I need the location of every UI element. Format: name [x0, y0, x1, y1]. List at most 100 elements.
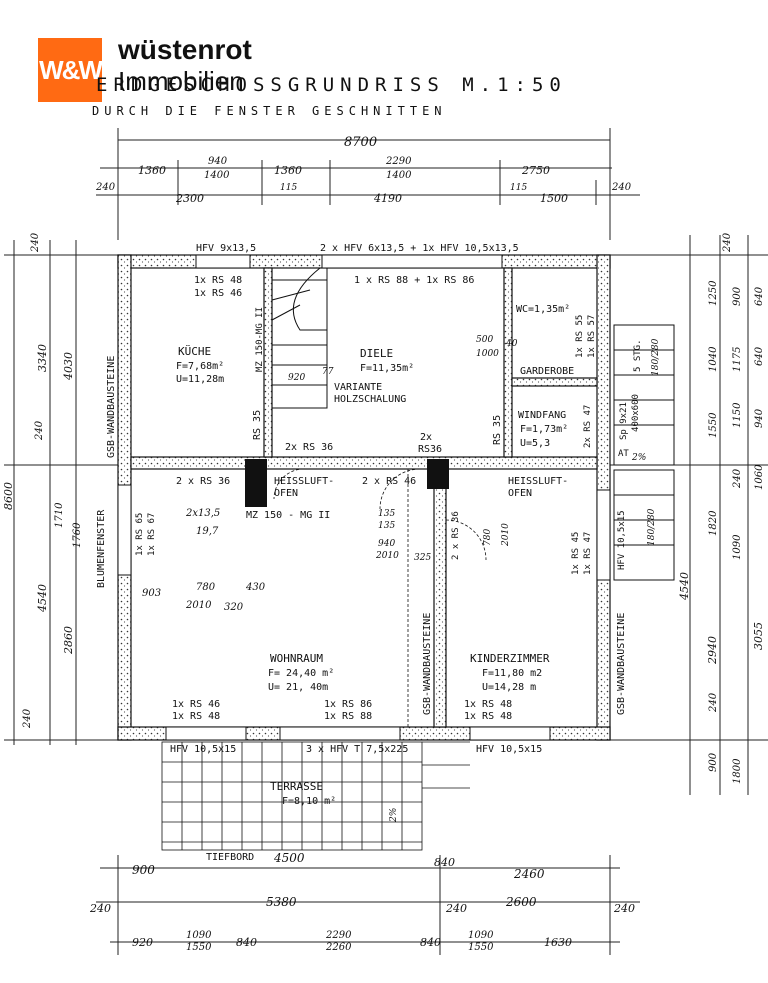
label-rs47: 2x RS 47 — [583, 405, 593, 448]
label-2010-vert: 2010 — [501, 523, 511, 547]
room-garderobe-name: GARDEROBE — [520, 366, 574, 377]
label-40: 40 — [505, 339, 518, 349]
label-780b: 780 — [196, 582, 216, 593]
label-rs55: 1x RS 55 — [575, 315, 585, 358]
label-rs-k1: 1x RS 48 — [194, 275, 242, 286]
label-gsb2: GSB-WANDBAUSTEINE — [422, 613, 433, 715]
label-135b: 135 — [378, 521, 395, 531]
dim-left-4030: 4030 — [62, 352, 75, 381]
dim-1630: 1630 — [544, 936, 572, 949]
room-diele-area: F=11,35m² — [360, 363, 414, 374]
dim-right-1550: 1550 — [708, 412, 719, 438]
dim-top-240: 240 — [95, 182, 116, 193]
dim-right-240: 240 — [722, 232, 733, 253]
label-2pct-a: 2% — [631, 453, 646, 463]
room-terrasse-area: F=8,10 m² — [282, 796, 336, 807]
dim-2290: 2290 — [325, 930, 352, 941]
label-ofen1a: HEISSLUFT- — [274, 476, 334, 487]
dim-top-2750: 2750 — [521, 164, 550, 177]
dim-top-240b: 240 — [611, 182, 632, 193]
dim-right-240b: 240 — [732, 468, 743, 489]
label-stg-dim: 180/280 — [651, 338, 661, 376]
label-1000: 1000 — [476, 349, 499, 359]
label-ofen2a: HEISSLUFT- — [508, 476, 568, 487]
dim-right-240c: 240 — [708, 692, 719, 713]
room-kueche-name: KÜCHE — [178, 345, 211, 358]
room-kinderzimmer-area: F=11,80 m2 — [482, 668, 542, 679]
label-2010a: 2010 — [375, 551, 399, 561]
label-ofen1b: OFEN — [274, 488, 298, 499]
dim-right-640b: 640 — [754, 346, 765, 366]
label-mz-bottom: MZ 150 - MG II — [246, 510, 330, 521]
label-920: 920 — [288, 373, 305, 383]
label-hfv-top1: HFV 9x13,5 — [196, 243, 256, 254]
room-windfang-perim: U=5,3 — [520, 438, 550, 449]
dim-right-1060: 1060 — [754, 464, 765, 490]
room-kueche-area: F=7,68m² — [176, 361, 224, 372]
dim-top-1500: 1500 — [540, 192, 568, 205]
label-rs48k1: 1x RS 48 — [464, 699, 512, 710]
dim-5380: 5380 — [266, 895, 297, 909]
label-rs48w: 1x RS 48 — [172, 711, 220, 722]
dim-right-900: 900 — [732, 286, 743, 306]
dim-right-1800: 1800 — [732, 758, 743, 784]
dim-right-640: 640 — [754, 286, 765, 306]
label-rs46w: 1x RS 46 — [172, 699, 220, 710]
dim-840: 840 — [434, 856, 455, 869]
label-sp: Sp 9x21 — [619, 402, 629, 440]
brand-sub: Immobilien — [118, 66, 244, 96]
label-2010c: 2010 — [185, 600, 212, 611]
label-rs86w: 1x RS 86 — [324, 699, 372, 710]
dim-top-2300: 2300 — [175, 192, 204, 205]
dim-2600: 2600 — [505, 895, 537, 909]
label-stg: 5 STG. — [633, 339, 643, 372]
dim-left-240: 240 — [30, 232, 41, 253]
dim-left-240c: 240 — [22, 708, 33, 729]
dim-top-940: 940 — [208, 156, 228, 167]
label-325: 325 — [414, 553, 431, 563]
label-tiefbord: TIEFBORD — [206, 852, 254, 863]
dim-top-1360: 1360 — [138, 164, 166, 177]
room-kueche-perim: U=11,28m — [176, 374, 224, 385]
plan-title: ERDGESCHOSSGRUNDRISS M.1:50 — [96, 74, 567, 96]
chimneys — [245, 459, 449, 507]
room-wohnraum-perim: U= 21, 40m — [268, 682, 328, 693]
dim-1090: 1090 — [186, 930, 212, 941]
label-stg-dim2: 180/280 — [647, 508, 657, 546]
label-gsb3: GSB-WANDBAUSTEINE — [616, 613, 627, 715]
label-rs45: 1x RS 45 — [571, 532, 581, 575]
dim-right-1090: 1090 — [732, 534, 743, 560]
dim-240a: 240 — [89, 902, 111, 915]
dim-top-1400: 1400 — [204, 170, 230, 181]
brand-logo: W&W — [38, 38, 103, 102]
label-320: 320 — [224, 602, 244, 613]
label-2x135: 2x13,5 — [185, 508, 220, 519]
label-903: 903 — [142, 588, 161, 599]
label-rs-2x36-a: 2x RS 36 — [285, 442, 333, 453]
label-780-vert: 780 — [483, 529, 493, 546]
dim-240b: 240 — [445, 902, 467, 915]
dim-left-1710: 1710 — [54, 502, 65, 528]
dim-top-2290: 2290 — [385, 156, 412, 167]
dim-left-3340: 3340 — [36, 344, 49, 372]
label-430: 430 — [245, 582, 266, 593]
label-gsb1: GSB-WANDBAUSTEINE — [106, 356, 117, 458]
dim-right-1040: 1040 — [708, 346, 719, 372]
room-wc-name: WC=1,35m² — [516, 304, 570, 315]
label-2x: 2x — [420, 432, 432, 443]
dim-top-115: 115 — [280, 183, 297, 193]
dimension-lines — [4, 128, 768, 955]
room-terrasse-name: TERRASSE — [270, 780, 323, 793]
dim-900: 900 — [132, 863, 155, 877]
dim-right-1175: 1175 — [732, 347, 743, 372]
dim-240c: 240 — [613, 902, 635, 915]
label-940: 940 — [378, 539, 395, 549]
label-rs-k2: 1x RS 46 — [194, 288, 242, 299]
dim-920: 920 — [132, 936, 153, 949]
staircase — [271, 267, 328, 409]
dim-left-2860: 2860 — [62, 626, 75, 655]
room-wohnraum-name: WOHNRAUM — [270, 652, 323, 665]
label-rs48k2: 1x RS 48 — [464, 711, 512, 722]
dim-top-115b: 115 — [510, 183, 527, 193]
label-hfv-b1: HFV 10,5x15 — [170, 744, 236, 755]
